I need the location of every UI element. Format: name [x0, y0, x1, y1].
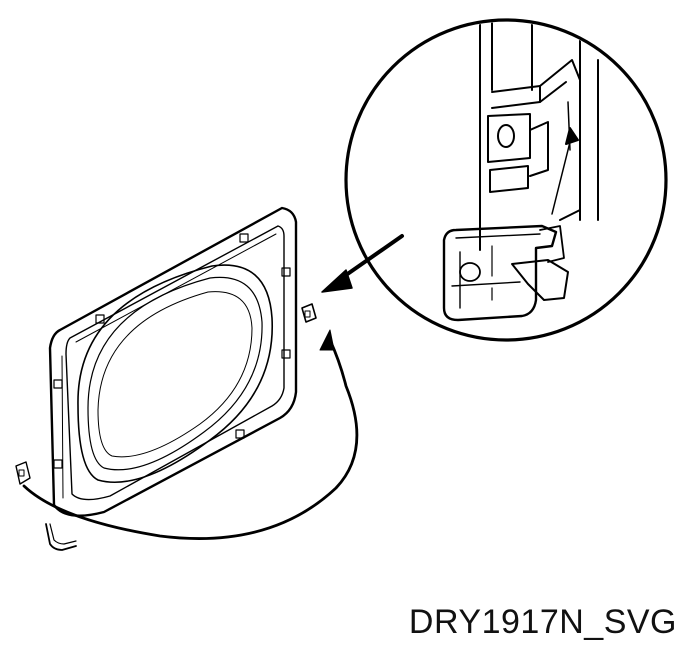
door-panel [48, 206, 298, 517]
figure-caption: DRY1917N_SVG [408, 603, 677, 641]
hinge-bracket [301, 303, 317, 323]
callout-arrow [321, 234, 404, 293]
door-hinge [15, 461, 77, 551]
reversal-arrow [22, 329, 359, 540]
detail-magnifier [344, 18, 668, 342]
